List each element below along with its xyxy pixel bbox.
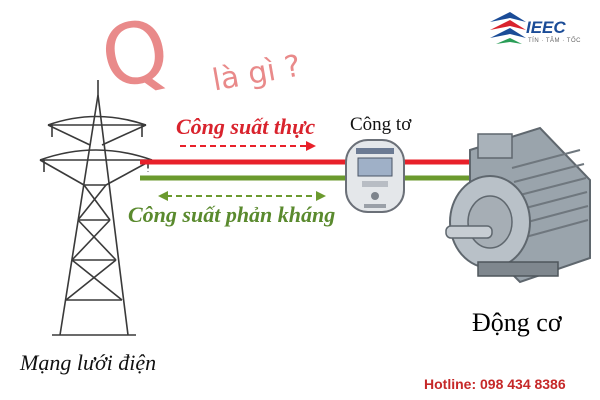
meter-label: Công tơ [350,114,412,135]
real-power-label: Công suất thực [176,114,316,139]
reactive-power-arrow [158,191,326,201]
hotline-text: Hotline: 098 434 8386 [424,376,566,392]
real-power-arrow [180,141,316,151]
electric-meter-icon [345,139,405,213]
grid-label: Mạng lưới điện [20,350,157,375]
brand-name: IEEC [526,18,566,37]
ieec-logo-icon [490,12,526,44]
motor-label: Động cơ [472,308,562,337]
reactive-power-label: Công suất phản kháng [128,202,336,227]
brand-tagline: TÍN · TÂM · TỐC [528,38,581,44]
electric-motor-icon [445,126,591,284]
